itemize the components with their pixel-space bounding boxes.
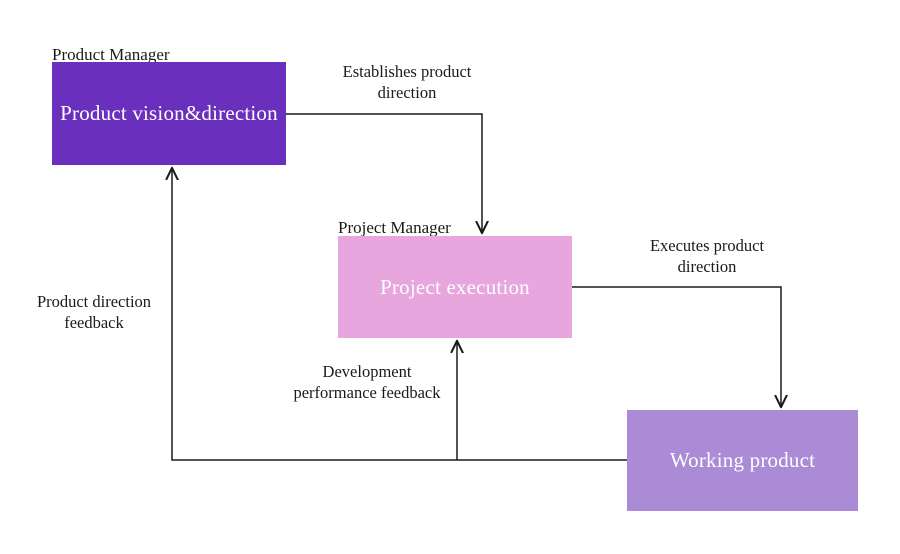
node-working-product[interactable]: Working product xyxy=(627,410,858,511)
edge-product-direction-feedback xyxy=(172,169,627,461)
node-project-execution-text: Project execution xyxy=(380,274,530,299)
node-product-vision-direction-text: Product vision&direction xyxy=(60,101,278,125)
edge-label-development-performance-feedback: Development performance feedback xyxy=(293,362,441,402)
edge-label-executes-product-direction: Executes product direction xyxy=(649,236,765,276)
caption-product-manager: Product Manager xyxy=(52,45,170,64)
node-product-vision-direction[interactable]: Product vision&direction xyxy=(52,62,286,165)
edge-label-establishes-product-direction: Establishes product direction xyxy=(342,62,472,102)
edge-establishes-product-direction xyxy=(286,113,482,232)
node-working-product-text: Working product xyxy=(669,448,816,472)
edge-executes-product-direction xyxy=(572,286,781,406)
caption-project-manager: Project Manager xyxy=(338,218,451,237)
node-project-execution[interactable]: Project execution xyxy=(338,236,572,338)
edge-label-product-direction-feedback: Product direction feedback xyxy=(36,292,152,332)
